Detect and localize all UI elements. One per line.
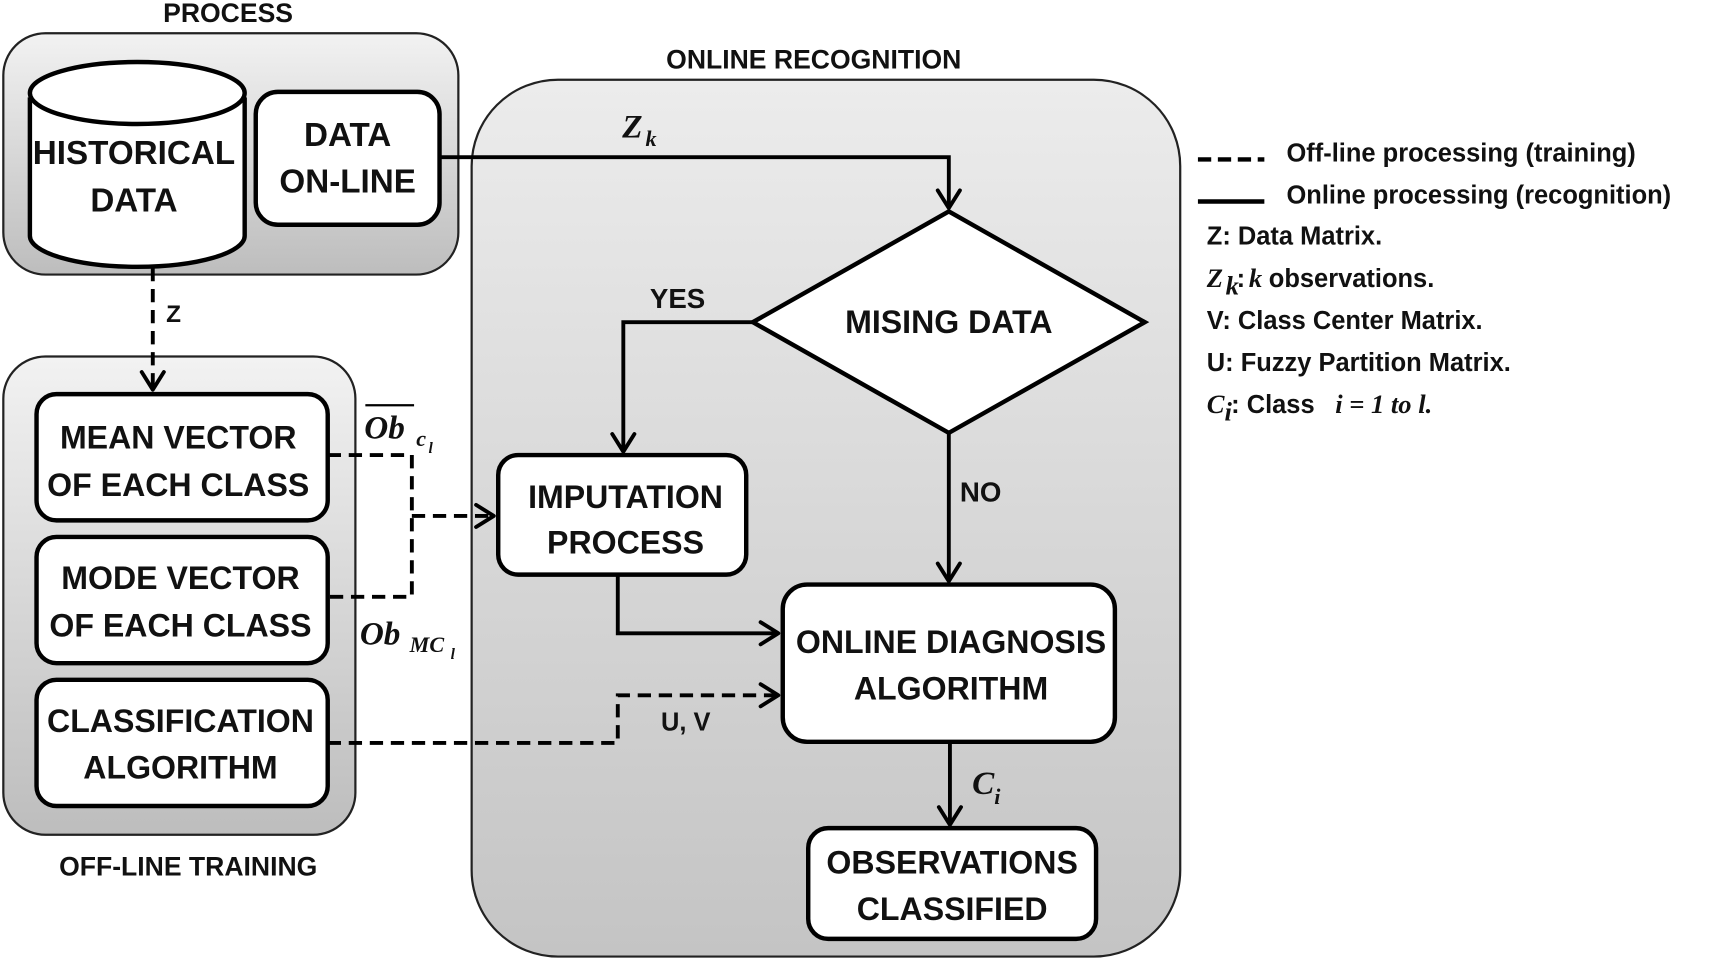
- imputation-node[interactable]: IMPUTATION PROCESS: [496, 452, 749, 577]
- svg-text:i: i: [994, 784, 1001, 809]
- observations-line1: OBSERVATIONS: [826, 845, 1077, 881]
- historical-data-node[interactable]: HISTORICAL DATA: [27, 59, 247, 270]
- process-group-title: PROCESS: [163, 0, 293, 28]
- edge-label-z: Z: [166, 301, 181, 328]
- edge-label-ci: C i: [972, 765, 1001, 809]
- svg-text:C: C: [972, 765, 995, 802]
- missing-data-label: MISING DATA: [845, 304, 1052, 340]
- svg-text:C: C: [1207, 389, 1225, 419]
- svg-text::: :: [1237, 265, 1245, 293]
- svg-text:l: l: [428, 440, 433, 457]
- mode-vector-line2: OF EACH CLASS: [49, 608, 311, 644]
- arrowhead-icon: [139, 370, 166, 392]
- edge-classification-to-diagnosis: [327, 682, 781, 745]
- edge-label-uv: U, V: [661, 709, 711, 737]
- classification-line2: ALGORITHM: [83, 749, 277, 785]
- arrowhead-icon: [758, 620, 781, 647]
- svg-text:k: k: [1249, 263, 1263, 293]
- edge-diagnosis-to-observations: [936, 741, 963, 827]
- svg-text:: Class: : Class: [1231, 391, 1322, 419]
- legend-z-definition: Z: Data Matrix.: [1207, 223, 1382, 251]
- edge-vectors-to-imputation: [327, 453, 496, 599]
- legend-zk-definition: Z k : k observations.: [1206, 263, 1435, 301]
- edge-historical-to-training: [139, 267, 166, 392]
- mean-vector-line1: MEAN VECTOR: [60, 419, 297, 455]
- legend-item-dashed: Off-line processing (training): [1197, 140, 1636, 168]
- edge-imputation-to-diagnosis: [615, 574, 781, 647]
- legend: Off-line processing (training) Online pr…: [1197, 140, 1672, 427]
- edge-online-to-missing: [439, 155, 962, 211]
- data-online-line2: ON-LINE: [279, 164, 416, 201]
- legend-v-definition: V: Class Center Matrix.: [1207, 307, 1483, 335]
- imputation-line1: IMPUTATION: [528, 479, 723, 515]
- svg-text:k: k: [645, 126, 656, 151]
- svg-text:Off-line processing (training): Off-line processing (training): [1287, 140, 1636, 168]
- edge-label-ob-mean: Ob c l: [364, 404, 433, 457]
- legend-u-definition: U: Fuzzy Partition Matrix.: [1207, 349, 1511, 377]
- edge-no-to-diagnosis: [935, 432, 962, 584]
- mode-vector-node[interactable]: MODE VECTOR OF EACH CLASS: [34, 534, 330, 666]
- svg-text:c: c: [416, 426, 426, 451]
- mean-vector-line2: OF EACH CLASS: [47, 467, 309, 503]
- arrowhead-icon: [935, 561, 962, 584]
- database-icon: [27, 59, 247, 127]
- legend-ci-definition: C i : Class i = 1 to l.: [1207, 389, 1432, 427]
- missing-data-decision[interactable]: MISING DATA: [748, 208, 1150, 436]
- svg-text:i = 1 to l.: i = 1 to l.: [1335, 389, 1432, 419]
- mean-vector-node[interactable]: MEAN VECTOR OF EACH CLASS: [34, 391, 330, 523]
- imputation-line2: PROCESS: [547, 525, 704, 561]
- edge-label-no: NO: [960, 477, 1001, 508]
- edge-yes-to-imputation: [610, 320, 753, 454]
- historical-data-line1: HISTORICAL: [33, 135, 235, 172]
- svg-text:observations.: observations.: [1269, 265, 1435, 293]
- arrowhead-icon: [758, 682, 781, 709]
- legend-item-solid: Online processing (recognition): [1197, 182, 1672, 210]
- arrowhead-icon: [936, 805, 963, 827]
- edge-label-yes: YES: [650, 283, 705, 314]
- classification-node[interactable]: CLASSIFICATION ALGORITHM: [34, 677, 330, 809]
- online-diagnosis-node[interactable]: ONLINE DIAGNOSIS ALGORITHM: [780, 582, 1118, 744]
- svg-text:Z: Z: [621, 108, 642, 145]
- svg-text:Online processing (recognition: Online processing (recognition): [1287, 182, 1672, 210]
- svg-text:k: k: [1226, 271, 1240, 301]
- mode-vector-line1: MODE VECTOR: [61, 560, 299, 596]
- arrowhead-icon: [610, 432, 637, 454]
- online-diagnosis-line2: ALGORITHM: [854, 671, 1048, 707]
- edge-label-zk: Z k: [621, 108, 656, 151]
- arrowhead-icon: [474, 502, 496, 529]
- svg-text:Z: Z: [1206, 263, 1223, 293]
- historical-data-line2: DATA: [90, 182, 177, 219]
- svg-text:i: i: [1225, 397, 1233, 427]
- data-online-node[interactable]: DATA ON-LINE: [253, 89, 442, 227]
- arrowhead-icon: [935, 188, 962, 211]
- online-diagnosis-line1: ONLINE DIAGNOSIS: [796, 624, 1106, 660]
- data-online-line1: DATA: [304, 117, 391, 154]
- svg-text:l: l: [451, 646, 456, 663]
- observations-line2: CLASSIFIED: [857, 891, 1048, 927]
- classification-line1: CLASSIFICATION: [47, 703, 314, 739]
- offline-training-group-title: OFF-LINE TRAINING: [59, 852, 317, 882]
- observations-node[interactable]: OBSERVATIONS CLASSIFIED: [806, 825, 1099, 942]
- edge-label-ob-mode: Ob MC l: [360, 615, 456, 662]
- online-recognition-group-title: ONLINE RECOGNITION: [666, 45, 961, 75]
- svg-text:Ob: Ob: [364, 409, 405, 446]
- svg-text:MC: MC: [409, 632, 445, 657]
- svg-text:Ob: Ob: [360, 615, 401, 652]
